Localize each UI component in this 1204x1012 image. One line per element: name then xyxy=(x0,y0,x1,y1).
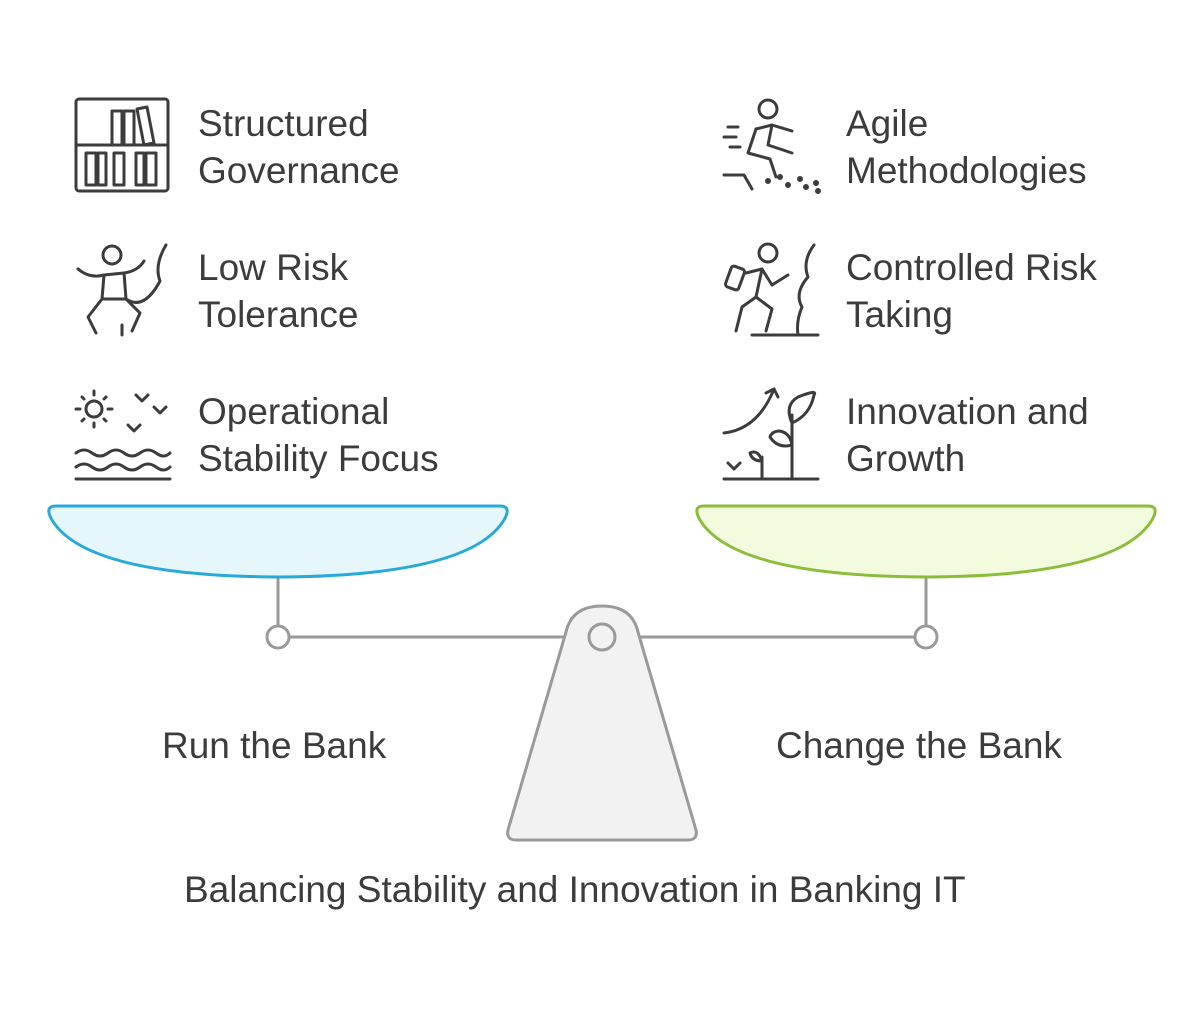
left-pan xyxy=(47,504,509,579)
left-item-low-risk-tolerance: Low Risk Tolerance xyxy=(74,241,358,341)
bookshelf-icon xyxy=(74,97,170,193)
right-pan xyxy=(695,504,1157,579)
right-item-innovation-growth: Innovation and Growth xyxy=(722,385,1089,485)
left-item-operational-stability: Operational Stability Focus xyxy=(74,385,439,485)
item-label: Structured Governance xyxy=(198,103,400,191)
calm-weather-icon xyxy=(74,389,172,481)
item-label: Low Risk Tolerance xyxy=(198,247,359,335)
diagram-title: Balancing Stability and Innovation in Ba… xyxy=(184,869,966,910)
climber-icon xyxy=(76,243,168,337)
item-label: Agile Methodologies xyxy=(846,103,1087,191)
item-label: Controlled Risk Taking xyxy=(846,247,1097,335)
fulcrum xyxy=(506,604,698,842)
right-item-agile-methodologies: Agile Methodologies xyxy=(722,97,1087,197)
growing-plant-icon xyxy=(722,387,820,481)
left-caption: Run the Bank xyxy=(162,725,387,766)
left-item-structured-governance: Structured Governance xyxy=(74,97,400,197)
rock-climber-icon xyxy=(724,242,820,337)
right-item-controlled-risk: Controlled Risk Taking xyxy=(722,241,1097,341)
running-person-icon xyxy=(722,98,821,194)
left-beam-joint xyxy=(265,624,291,650)
item-label: Operational Stability Focus xyxy=(198,391,439,479)
right-beam-joint xyxy=(913,624,939,650)
fulcrum-pivot xyxy=(587,622,617,652)
item-label: Innovation and Growth xyxy=(846,391,1089,479)
right-caption: Change the Bank xyxy=(776,725,1062,766)
